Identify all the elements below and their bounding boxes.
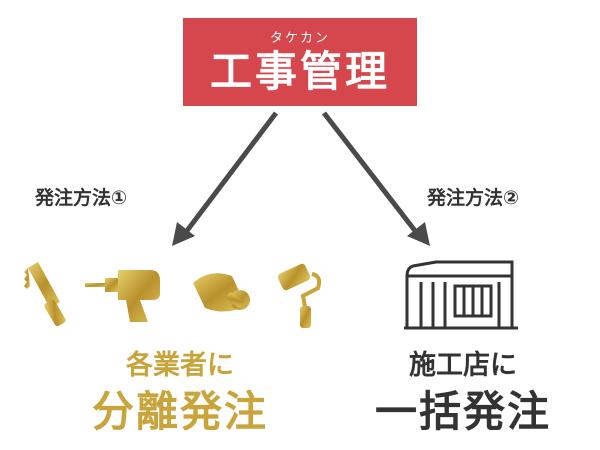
method-1-line1: 各業者に (126, 350, 234, 381)
arrow-to-method-1 (172, 111, 278, 246)
method-1-line2: 分離発注 (91, 387, 268, 436)
drill-icon (85, 270, 160, 322)
method-2-label: 発注方法② (427, 187, 520, 209)
paint-roller-icon (277, 263, 322, 328)
building-icon (404, 260, 518, 330)
method-1-label: 発注方法① (35, 187, 128, 209)
header-box: タケカン 工事管理 (183, 18, 417, 106)
method-2-line1: 施工店に (409, 350, 517, 381)
saw-icon (24, 262, 66, 327)
trowel-icon (193, 273, 250, 312)
method-2-line2: 一括発注 (374, 387, 551, 436)
header-title: 工事管理 (209, 47, 390, 96)
arrow-to-method-2 (322, 111, 430, 246)
header-ruby: タケカン (269, 31, 330, 46)
